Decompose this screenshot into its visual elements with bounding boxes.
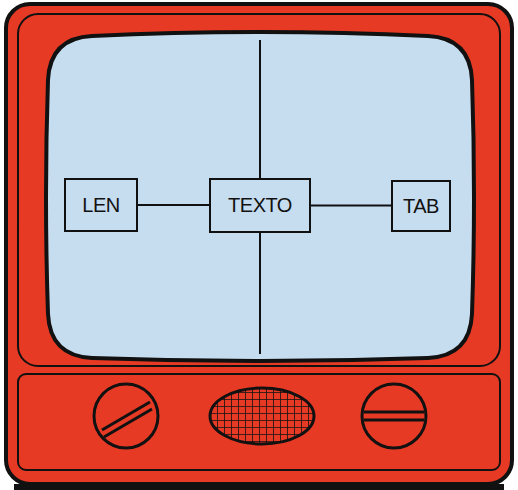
connector-line [138,205,209,206]
tv-body [6,4,512,484]
speaker-grill [210,388,314,444]
box-label: LEN [82,194,119,217]
label-box: TEXTO [209,178,311,233]
tv-screen [46,32,474,361]
right-knob [362,384,426,448]
box-label: TEXTO [228,194,292,217]
tv-bezel [18,14,500,366]
tv-base-shadow [14,484,504,490]
left-knob [94,384,158,448]
box-label: TAB [403,195,439,218]
control-panel [18,374,500,470]
label-box: TAB [391,180,451,232]
label-box: LEN [64,178,138,232]
connector-line [311,205,391,206]
